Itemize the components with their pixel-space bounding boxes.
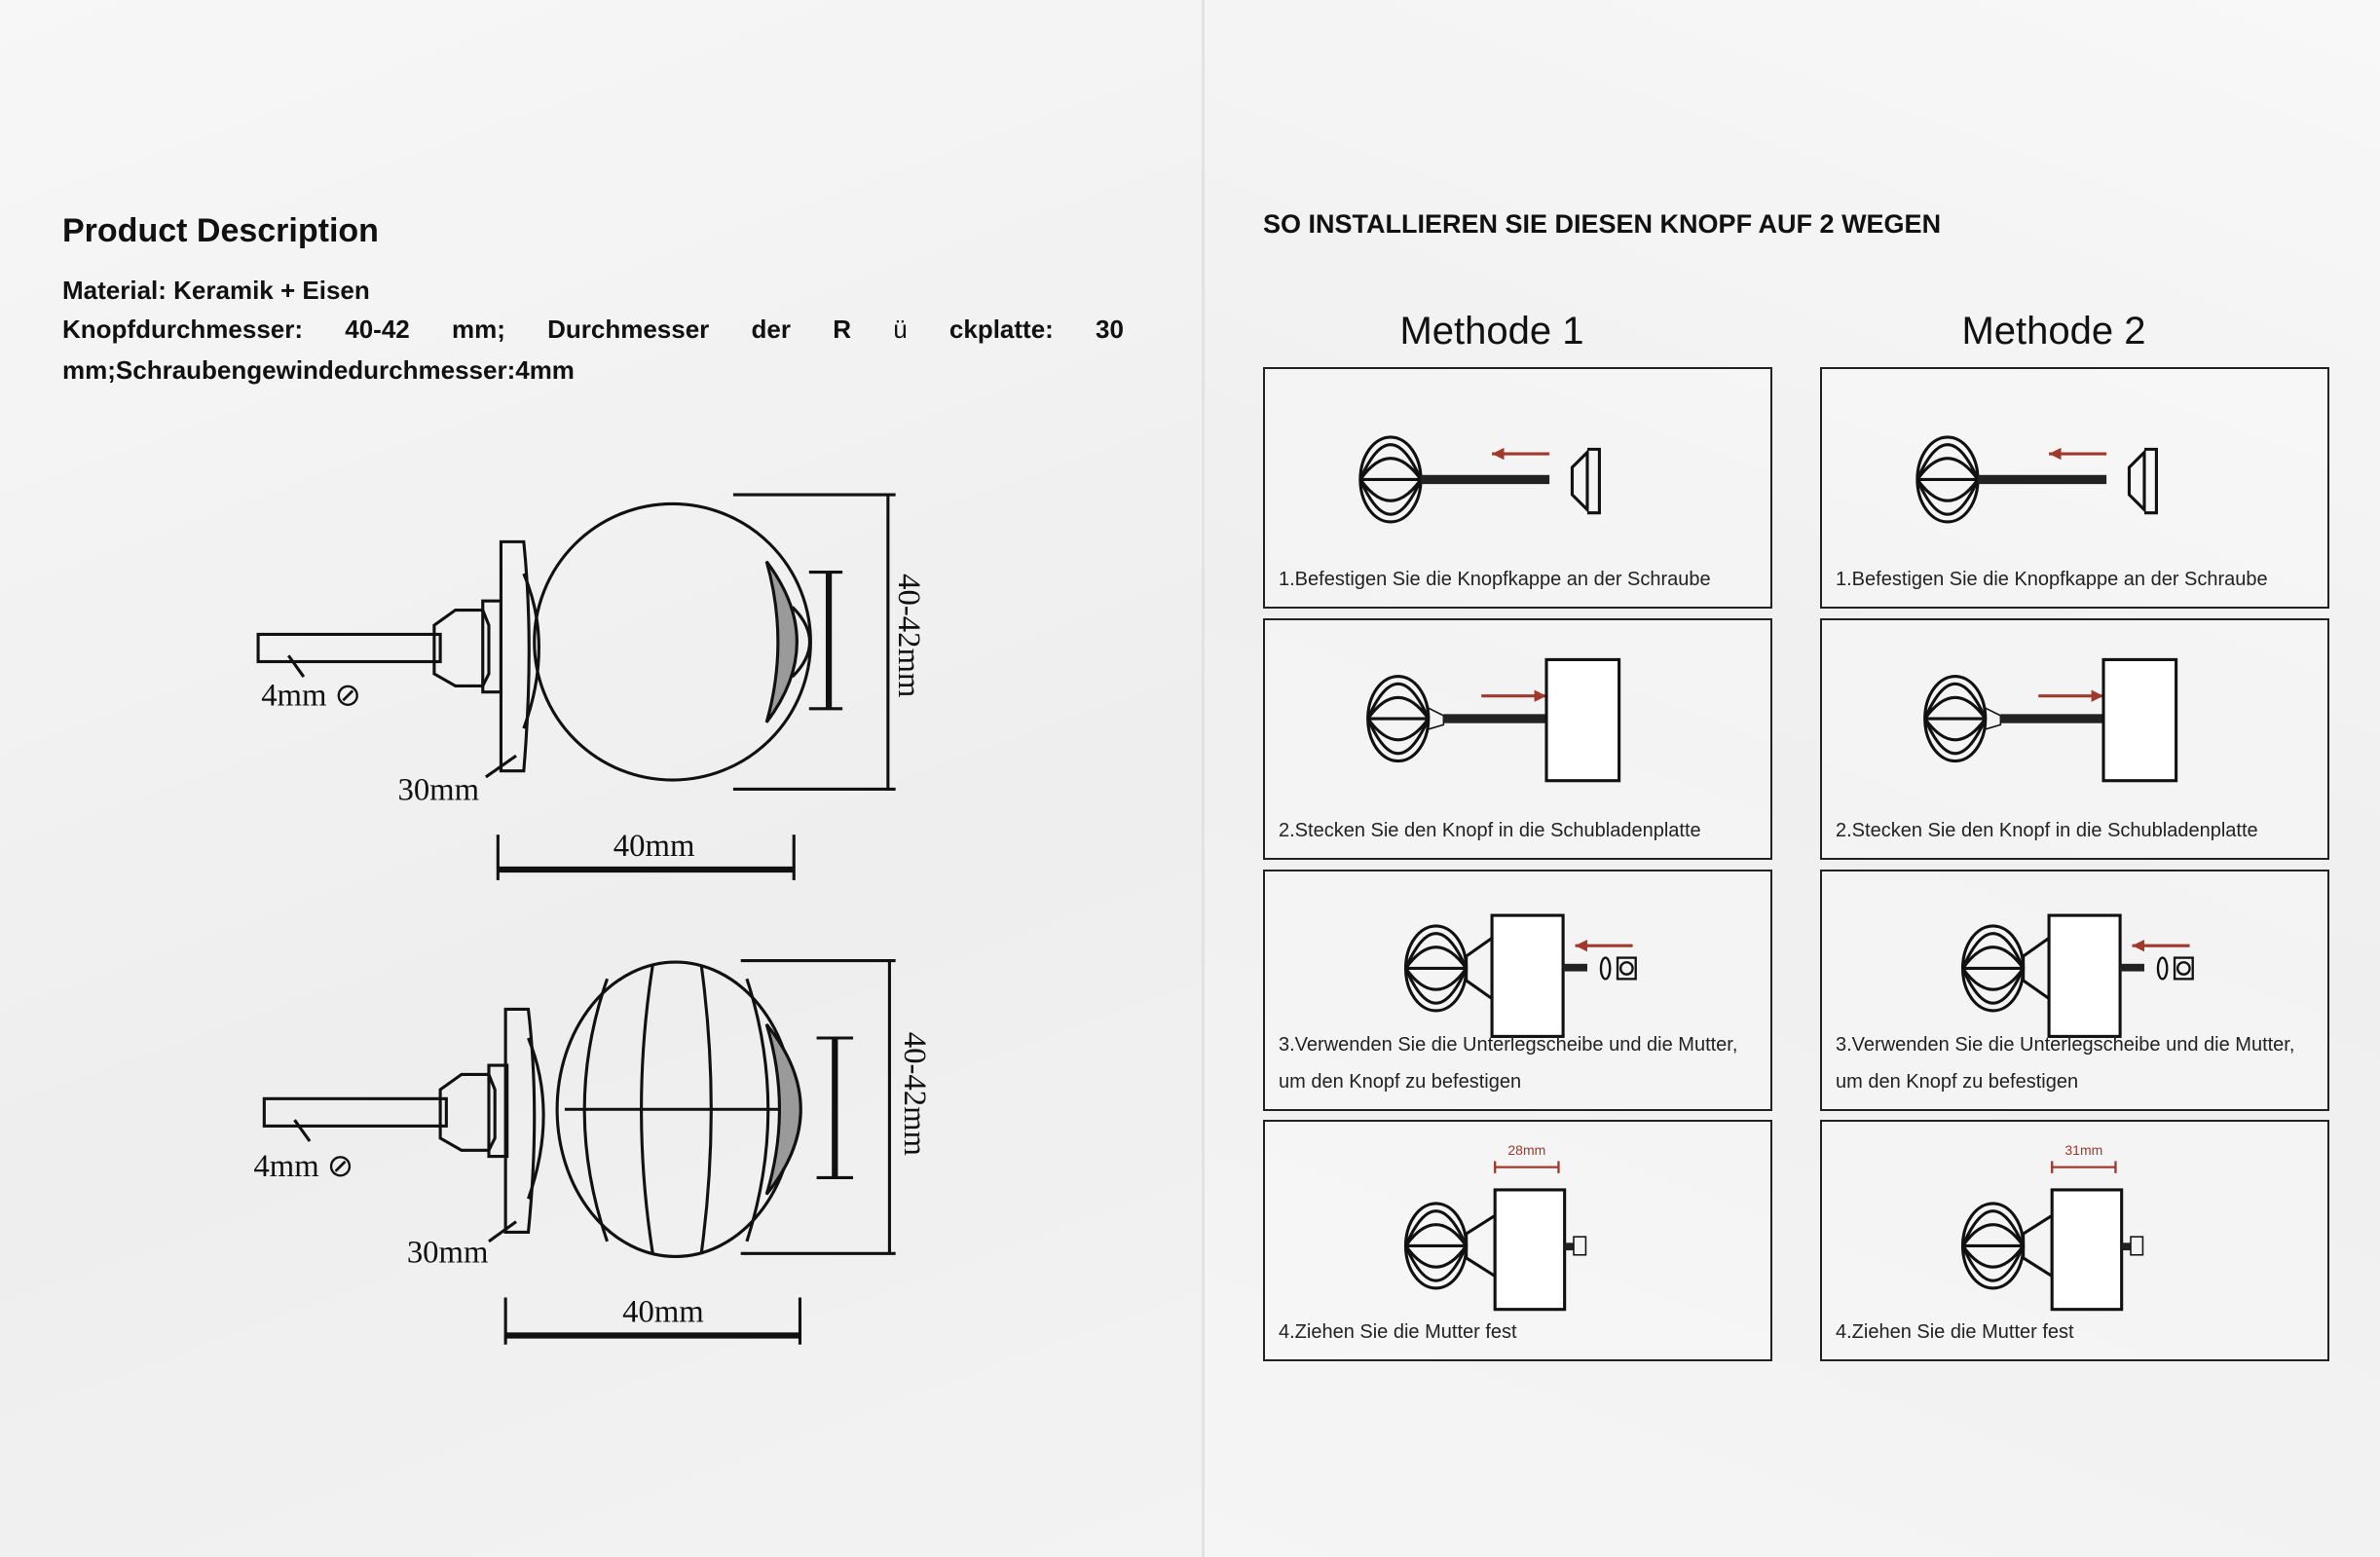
product-description-title: Product Description	[62, 212, 379, 249]
step-caption: 3.Verwenden Sie die Unterlegscheibe und …	[1836, 1034, 2295, 1056]
method-1-step-3: 3.Verwenden Sie die Unterlegscheibe und …	[1263, 870, 1772, 1111]
spec-word: Durchmesser	[547, 315, 710, 344]
material-text: Material: Keramik + Eisen	[62, 276, 370, 305]
spec-line-1: Knopfdurchmesser: 40-42 mm; Durchmesser …	[62, 315, 1124, 345]
method-1-step-4: 28mm 4.Ziehen Sie die Mutter fest	[1263, 1120, 1772, 1361]
drawer-panel	[2047, 913, 2122, 1038]
dimension-line	[2051, 1161, 2117, 1173]
step-caption: 1.Befestigen Sie die Knopfkappe an der S…	[1279, 569, 1711, 590]
washer-nut-icon	[2156, 956, 2194, 981]
cap-icon	[2127, 447, 2158, 515]
knob-icon	[1960, 924, 2026, 1013]
dimension-label: 28mm	[1507, 1142, 1545, 1158]
screw	[1443, 714, 1547, 723]
knob-icon	[1960, 1202, 2026, 1290]
spec-word: 30	[1096, 315, 1124, 344]
method-2-step-3: 3.Verwenden Sie die Unterlegscheibe und …	[1820, 870, 2329, 1111]
step-caption: 3.Verwenden Sie die Unterlegscheibe und …	[1279, 1034, 1738, 1056]
spec-word: mm;	[451, 315, 505, 344]
spec-word: der	[751, 315, 791, 344]
method-1-heading: Methode 1	[1399, 310, 1584, 352]
screw	[1421, 474, 1550, 485]
backplate-label: 30mm	[397, 772, 479, 807]
method-2-step-1: 1.Befestigen Sie die Knopfkappe an der S…	[1820, 367, 2329, 609]
spec-word: R	[833, 315, 851, 344]
step-caption: 4.Ziehen Sie die Mutter fest	[1836, 1321, 2074, 1343]
spec-line-2: mm;Schraubengewindedurchmesser:4mm	[62, 355, 575, 385]
page-fold	[1202, 0, 1205, 1557]
spec-word: ü	[893, 315, 908, 344]
arrow-icon	[1481, 689, 1547, 702]
arrow-icon	[2038, 689, 2104, 702]
spec-word: ckplatte:	[948, 315, 1054, 344]
height-label: 40-42mm	[891, 574, 926, 697]
arrow-icon	[1492, 447, 1550, 461]
step-caption: um den Knopf zu befestigen	[1836, 1071, 2079, 1093]
method-2-step-4: 31mm 4.Ziehen Sie die Mutter fest	[1820, 1120, 2329, 1361]
width-label: 40mm	[614, 829, 695, 864]
installation-title: SO INSTALLIEREN SIE DIESEN KNOPF AUF 2 W…	[1263, 209, 1942, 239]
drawer-panel	[2050, 1188, 2124, 1312]
screw	[2000, 714, 2104, 723]
step-caption: 1.Befestigen Sie die Knopfkappe an der S…	[1836, 569, 2268, 590]
ribbed-knob-drawing	[262, 958, 896, 1345]
step-caption: 4.Ziehen Sie die Mutter fest	[1279, 1321, 1517, 1343]
method-1-step-2: 2.Stecken Sie den Knopf in die Schublade…	[1263, 618, 1772, 860]
thread-diameter-label: 4mm ⊘	[261, 679, 361, 714]
arrow-icon	[1575, 939, 1633, 952]
knob-icon	[1358, 435, 1423, 524]
width-label: 40mm	[622, 1294, 704, 1329]
step-caption: 2.Stecken Sie den Knopf in die Schublade…	[1836, 820, 2258, 841]
drawer-panel	[1544, 657, 1621, 783]
round-knob-drawing	[256, 493, 896, 880]
method-2-step-2: 2.Stecken Sie den Knopf in die Schublade…	[1820, 618, 2329, 860]
method-2-heading: Methode 2	[1961, 310, 2146, 352]
spec-word: 40-42	[345, 315, 410, 344]
step-caption: um den Knopf zu befestigen	[1279, 1071, 1522, 1093]
drawer-panel	[2101, 657, 2178, 783]
height-label: 40-42mm	[897, 1032, 932, 1156]
arrow-icon	[2049, 447, 2107, 461]
cap-icon	[1570, 447, 1601, 515]
left-page	[0, 0, 1204, 1557]
step-caption: 2.Stecken Sie den Knopf in die Schublade…	[1279, 820, 1701, 841]
method-1-step-1: 1.Befestigen Sie die Knopfkappe an der S…	[1263, 367, 1772, 609]
knob-icon	[1403, 924, 1469, 1013]
spec-word: Knopfdurchmesser:	[62, 315, 304, 344]
drawer-panel	[1493, 1188, 1567, 1312]
backplate-label: 30mm	[407, 1236, 489, 1271]
knob-icon	[1403, 1202, 1469, 1290]
washer-nut-icon	[1599, 956, 1637, 981]
screw	[1978, 474, 2107, 485]
arrow-icon	[2132, 939, 2190, 952]
right-page	[1204, 0, 2380, 1557]
knob-icon	[1915, 435, 1980, 524]
dimension-label: 31mm	[2064, 1142, 2102, 1158]
dimension-line	[1494, 1161, 1560, 1173]
drawer-panel	[1490, 913, 1565, 1038]
knob-icon	[1366, 674, 1431, 763]
knob-icon	[1923, 674, 1988, 763]
thread-diameter-label: 4mm ⊘	[253, 1149, 353, 1184]
